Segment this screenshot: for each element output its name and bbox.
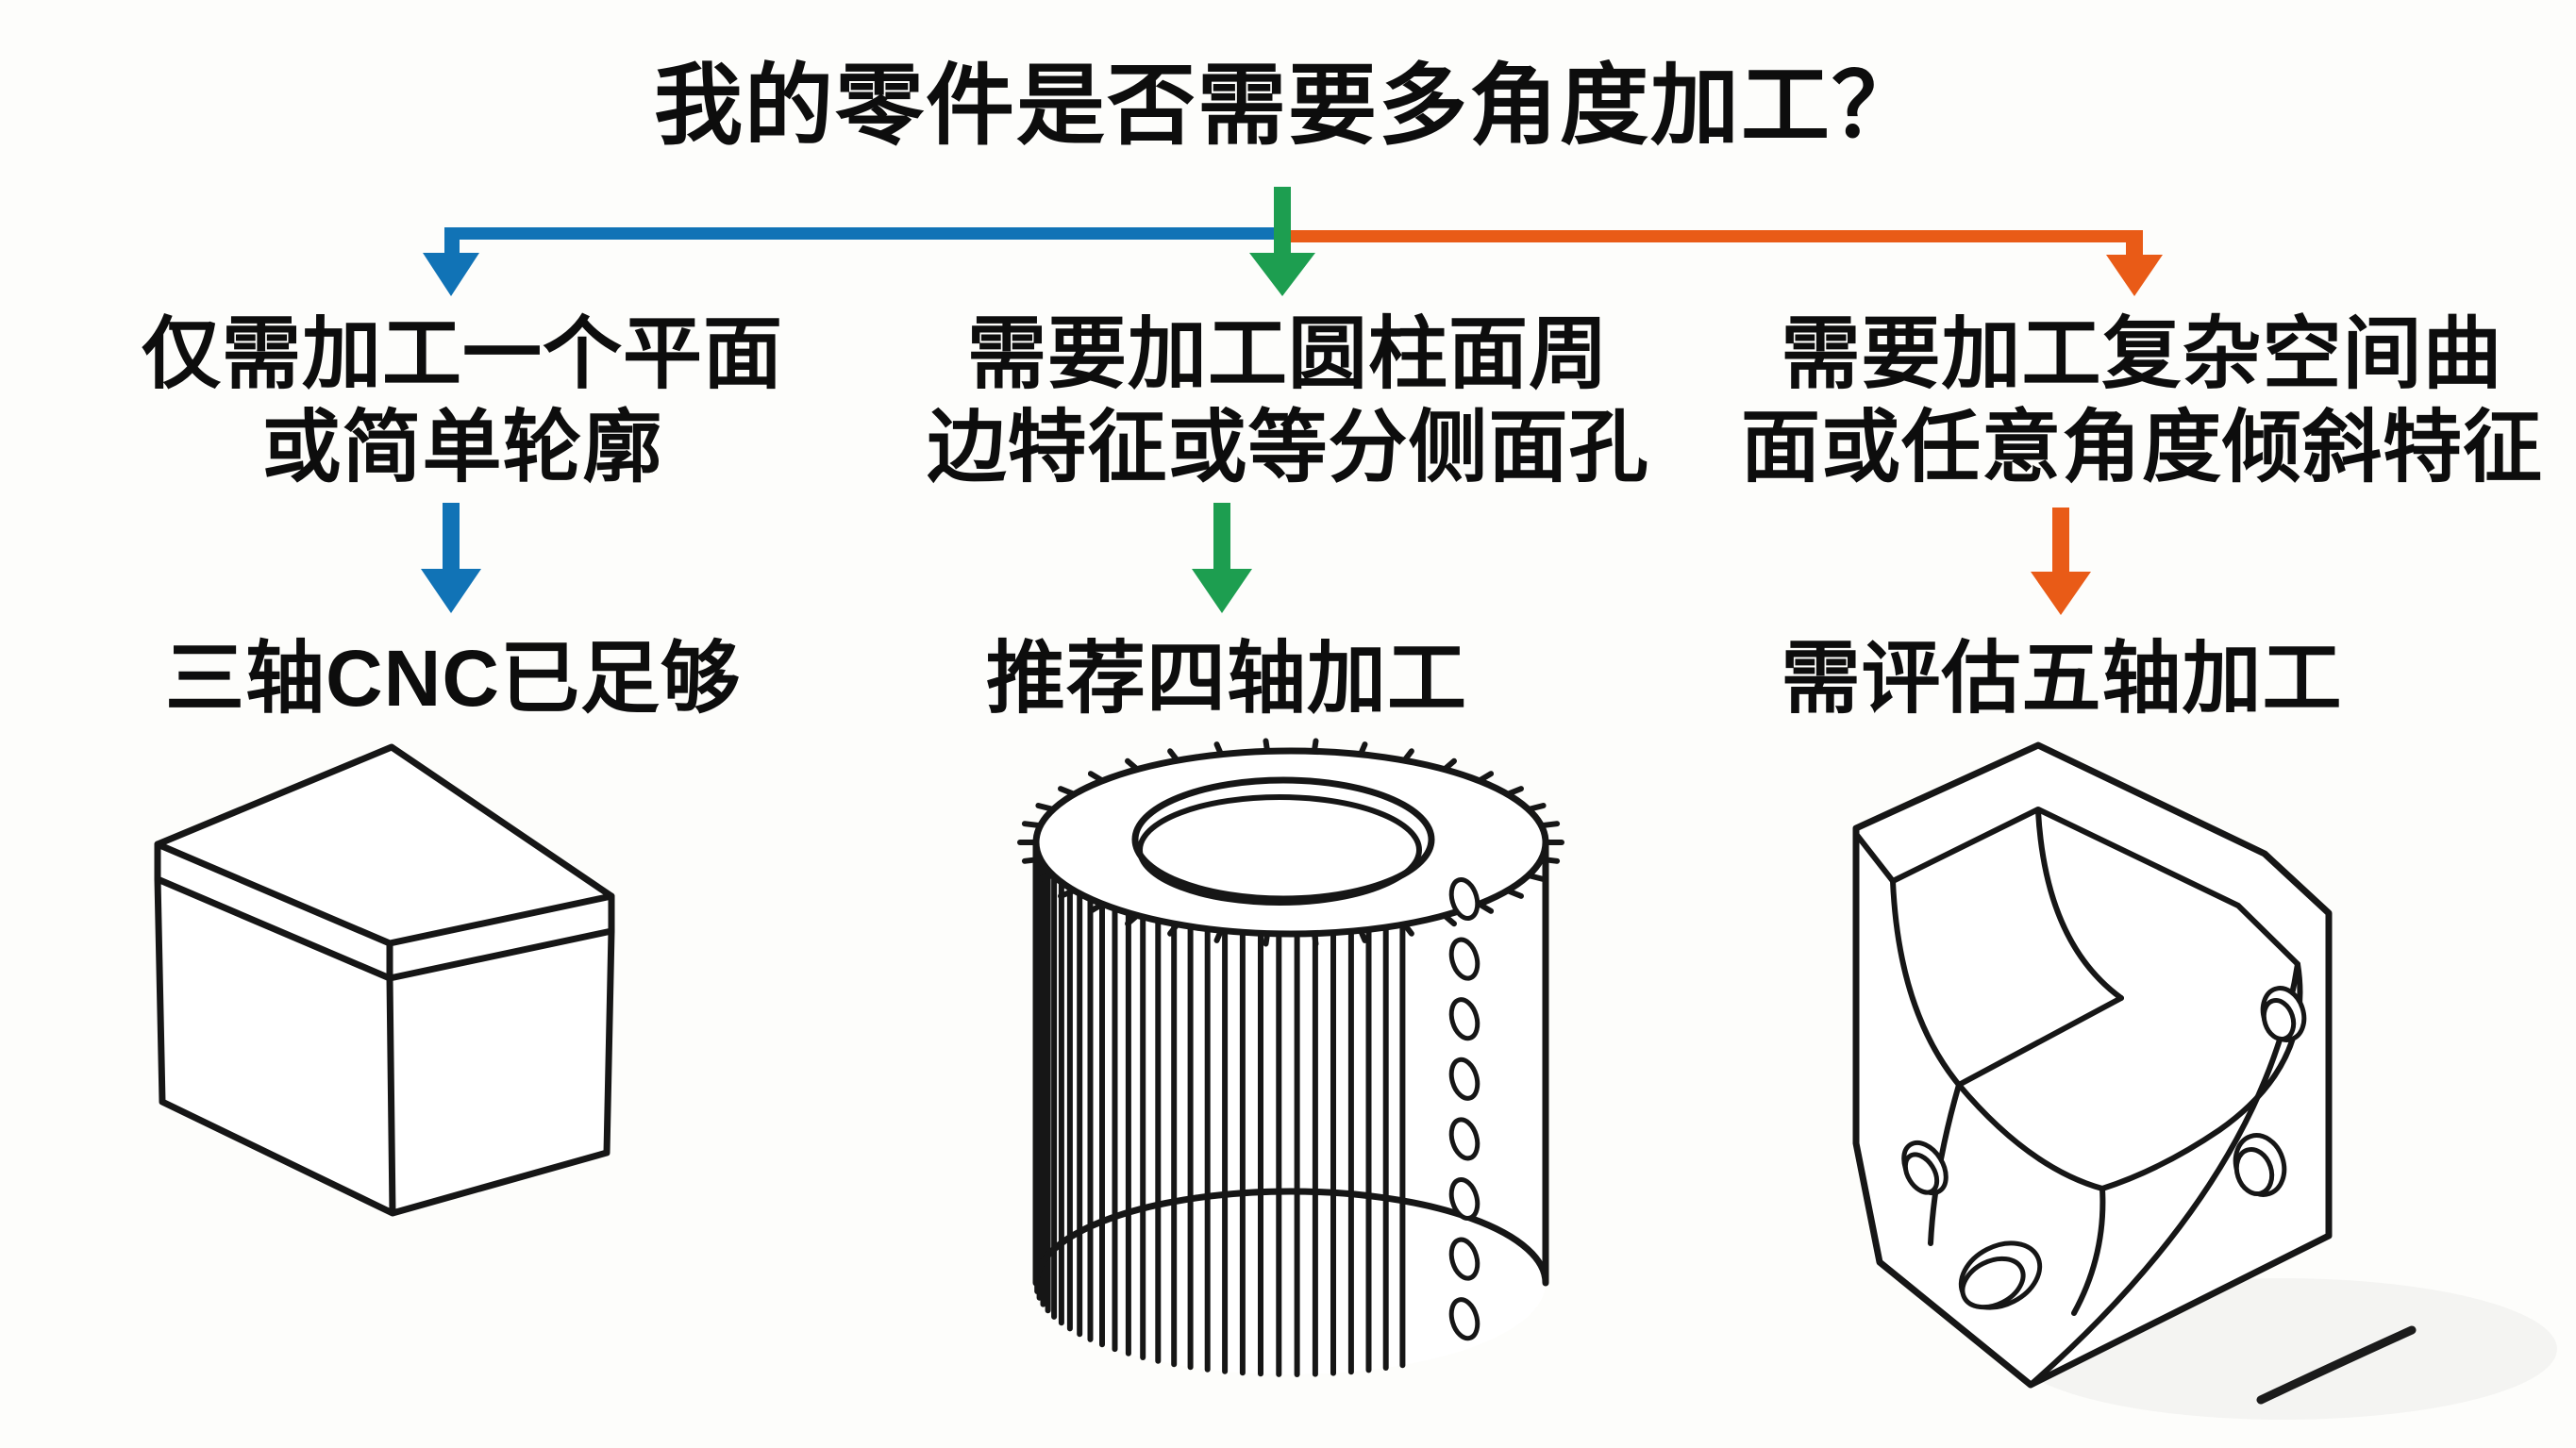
cube-block-illustration [154,743,615,1217]
condition-four-axis-line2: 边特征或等分侧面孔 [927,403,1649,491]
watermark-stroke [2256,1325,2417,1405]
result-three-axis: 三轴CNC已足够 [165,634,741,723]
part-pocket-left-wall [1890,878,1962,1088]
part-left-face-hole-depth [1902,1152,1940,1195]
orange-down-arrow-2 [2031,508,2091,615]
part-pocket-floor-front [1956,1082,2105,1191]
condition-four-axis: 需要加工圆柱面周 边特征或等分侧面孔 [896,308,1680,494]
result-five-axis: 需评估五轴加工 [1781,634,2343,723]
result-arrows [421,503,2091,615]
cylinder-bore-depth [1137,794,1422,906]
blue-elbow-arrow [423,227,1276,296]
part-right-upper-hole-depth [2261,997,2297,1042]
blue-down-arrow-2 [421,503,481,613]
cylinder-bore-outer [1131,776,1435,903]
part-pocket-center-fillet [2035,808,2124,1001]
cylinder-top-face [1036,751,1546,934]
condition-five-axis-line2: 面或任意角度倾斜特征 [1740,403,2543,491]
result-four-axis: 推荐四轴加工 [985,634,1467,723]
condition-five-axis: 需要加工复杂空间曲 面或任意角度倾斜特征 [1734,308,2550,494]
cylinder-flutes [1034,848,1406,1377]
cylinder-side-hole-column [1448,876,1480,1341]
condition-three-axis-line2: 或简单轮廓 [261,403,663,491]
part-front-big-hole-depth [1960,1256,2026,1310]
part-pocket-floor-back [1956,995,2124,1088]
condition-three-axis-line1: 仅需加工一个平面 [141,309,783,398]
cylinder-rim-teeth [1017,738,1564,947]
green-down-arrow [1249,187,1315,296]
orange-elbow-arrow [1289,230,2163,296]
page-title: 我的零件是否需要多角度加工？ [653,56,1922,155]
cube-body-fill [158,747,611,1213]
green-down-arrow-2 [1192,503,1252,613]
condition-four-axis-line1: 需要加工圆柱面周 [966,309,1609,398]
cube-side-edges [154,875,615,1217]
ribbed-cylinder-illustration [1017,738,1564,1377]
cylinder-sides-and-bottom [1032,839,1549,1287]
condition-three-axis: 仅需加工一个平面 或简单轮廓 [85,308,840,494]
complex-part-illustration [1852,741,2333,1389]
part-front-right-drop [2071,1186,2106,1316]
branch-connector-arrows [423,187,2163,296]
condition-five-axis-line1: 需要加工复杂空间曲 [1781,309,2503,398]
part-right-lower-hole-depth [2233,1147,2275,1196]
